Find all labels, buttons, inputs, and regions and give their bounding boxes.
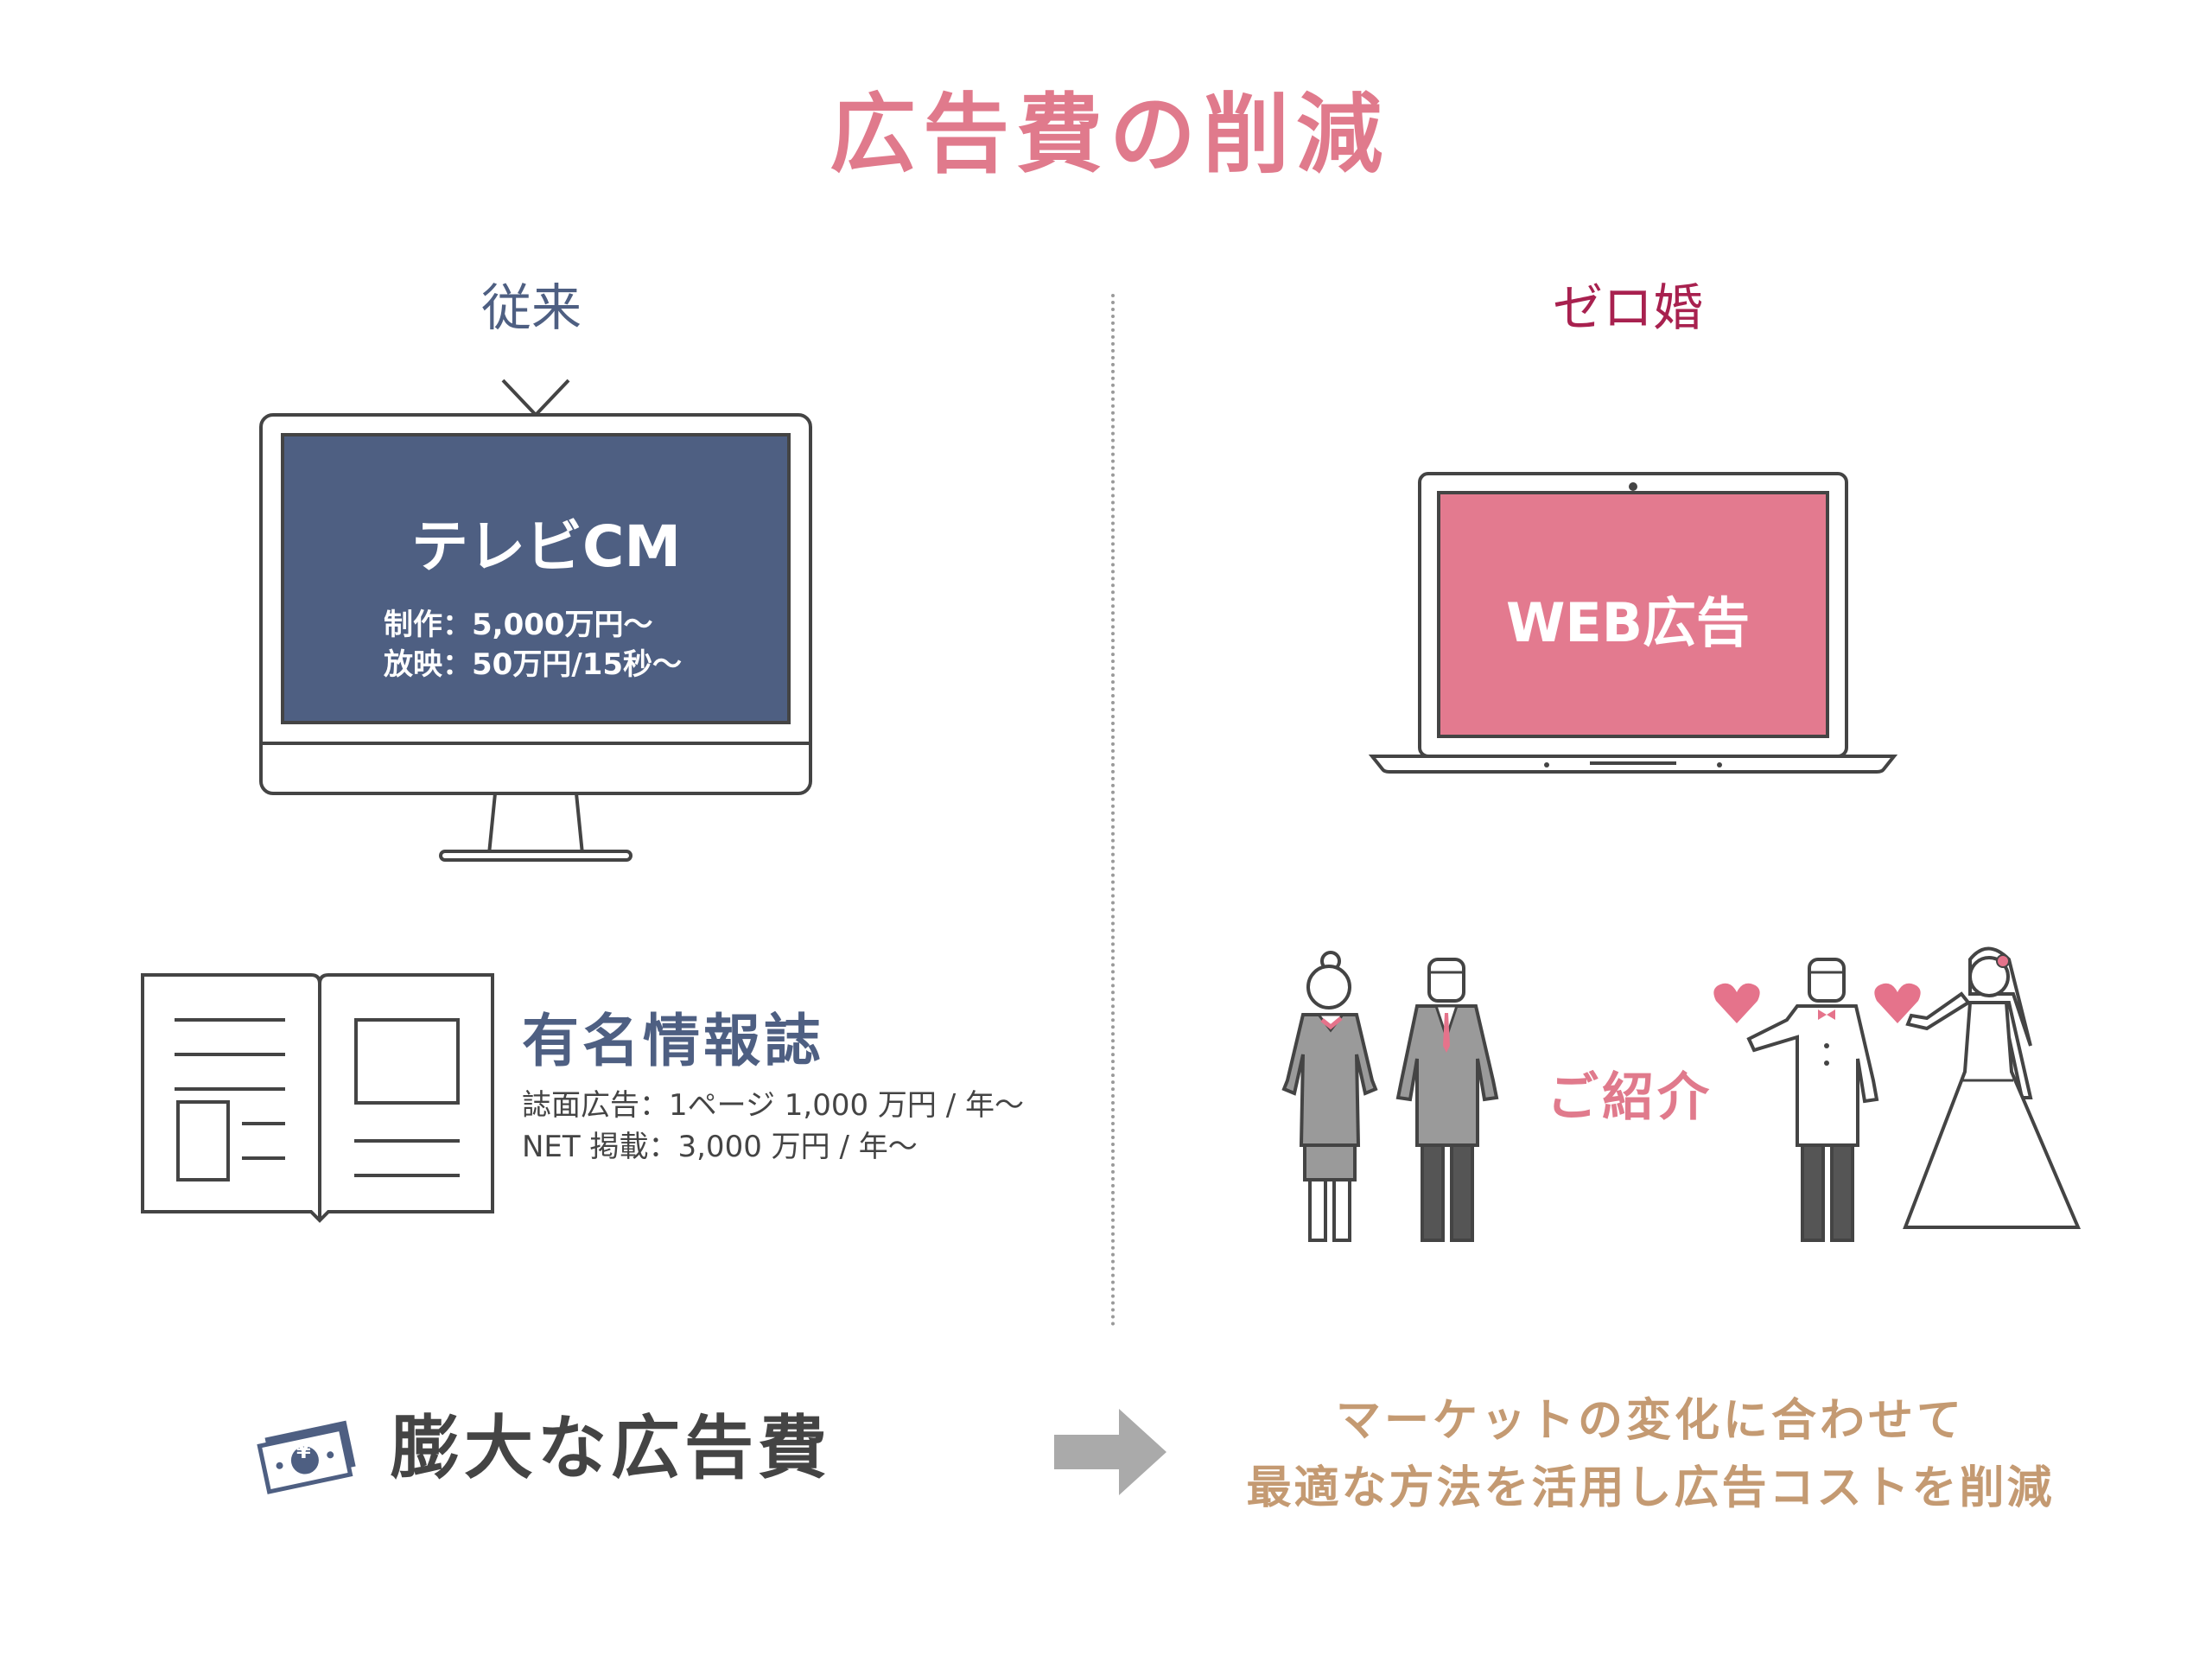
bottom-right-line2: 最適な方法を活用し広告コストを削減: [1246, 1462, 2055, 1514]
heart-icon: [1874, 983, 1921, 1023]
businessman-icon: [1395, 958, 1499, 1242]
laptop-label: WEB広告: [1506, 591, 1750, 654]
tv-monitor-icon: [259, 379, 812, 862]
money-icon-symbol: ¥: [296, 1439, 311, 1463]
laptop-icon: [1368, 472, 1898, 774]
magazine-icon: [141, 973, 494, 1223]
tv-title: テレビCM: [411, 513, 682, 580]
heart-icon: [1713, 983, 1760, 1023]
center-divider: [1111, 294, 1115, 1327]
page-title: 広告費の削減: [830, 84, 1389, 185]
money-bills-icon: [257, 1420, 356, 1494]
tv-cost-airing: 放映：50万円/15秒〜: [384, 647, 683, 682]
magazine-cost-net: NET 掲載：3,000 万円 / 年〜: [522, 1130, 918, 1164]
left-heading: 従来: [481, 278, 582, 337]
bottom-right-message: マーケットの変化に合わせて 最適な方法を活用し広告コストを削減: [1236, 1398, 2065, 1511]
magazine-title: 有名情報誌: [522, 1008, 824, 1074]
bride-icon: [1903, 946, 2082, 1229]
groom-icon: [1746, 958, 1879, 1242]
introduction-label: ご紹介: [1547, 1067, 1713, 1128]
tv-cost-production: 制作：5,000万円〜: [384, 608, 653, 642]
bottom-right-line1: マーケットの変化に合わせて: [1335, 1395, 1965, 1447]
bottom-left-label: 膨大な広告費: [391, 1408, 831, 1488]
right-heading: ゼロ婚: [1553, 278, 1704, 337]
arrow-right-icon: [1054, 1409, 1166, 1495]
magazine-cost-print: 誌面広告：1ページ 1,000 万円 / 年〜: [522, 1088, 1024, 1123]
businesswoman-icon: [1281, 951, 1378, 1242]
